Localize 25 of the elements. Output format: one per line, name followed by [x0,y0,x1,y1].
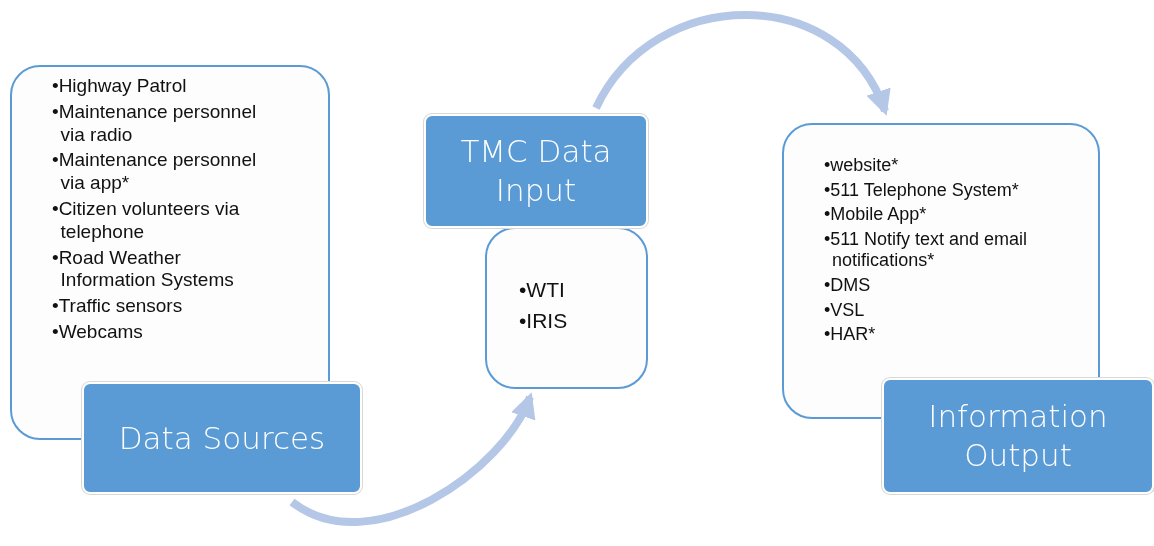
bullet-item: •VSL [824,299,866,322]
curved-arrow [592,11,889,116]
curved-arrow [289,392,534,526]
title-box [882,378,1154,494]
bullet-item: •Traffic sensors [52,295,184,318]
bullet-item: •Road Weather Information Systems [52,246,235,293]
title-box [424,114,648,228]
bullet-item: •511 Telephone System* [824,179,1020,202]
list-card [485,227,648,389]
bullet-item: •Maintenance personnel via app* [52,149,258,195]
bullet-item: •Maintenance personnel via radio [52,100,258,147]
bullet-item: •IRIS [519,308,569,334]
bullet-item: •Mobile App* [824,204,928,226]
bullet-item: •HAR* [824,324,877,346]
box-title: Information Output [927,397,1109,475]
title-box [82,382,362,494]
bullet-item: •Webcams [52,320,144,344]
box-title: Data Sources [118,418,326,458]
bullet-item: •511 Notify text and email notifications* [824,228,1029,272]
bullet-item: •WTI [519,276,566,302]
bullet-item: •Highway Patrol [52,75,188,98]
bullet-item: •website* [824,155,900,177]
bullet-item: •Citizen volunteers via telephone [52,198,241,244]
bullet-item: •DMS [824,274,872,297]
box-title: TMC Data Input [459,132,613,210]
